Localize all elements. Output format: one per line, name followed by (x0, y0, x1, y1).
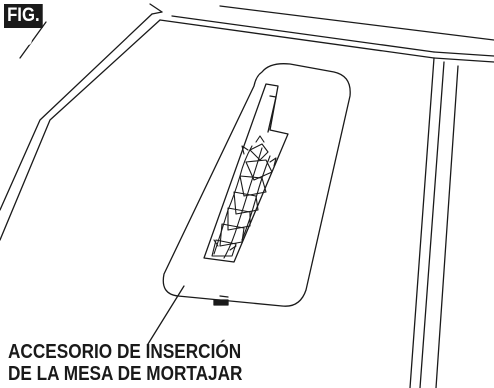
figure-leader-line (19, 21, 47, 59)
table-top-outline (0, 15, 494, 388)
figure-label: FIG. 70 (4, 4, 43, 50)
callout-leader-line (147, 285, 185, 345)
callout-label: ACCESORIO DE INSERCIÓN DE LA MESA DE MOR… (8, 341, 242, 385)
blade-slot (203, 83, 289, 263)
left-extension-rail (0, 3, 163, 211)
dado-blade-stack (211, 135, 277, 259)
callout-line-2: DE LA MESA DE MORTAJAR (8, 363, 243, 385)
throat-plate-insert (162, 63, 351, 307)
callout-line-1: ACCESORIO DE INSERCIÓN (8, 341, 242, 363)
right-extension-rail (219, 5, 494, 388)
insert-notch (213, 299, 229, 306)
